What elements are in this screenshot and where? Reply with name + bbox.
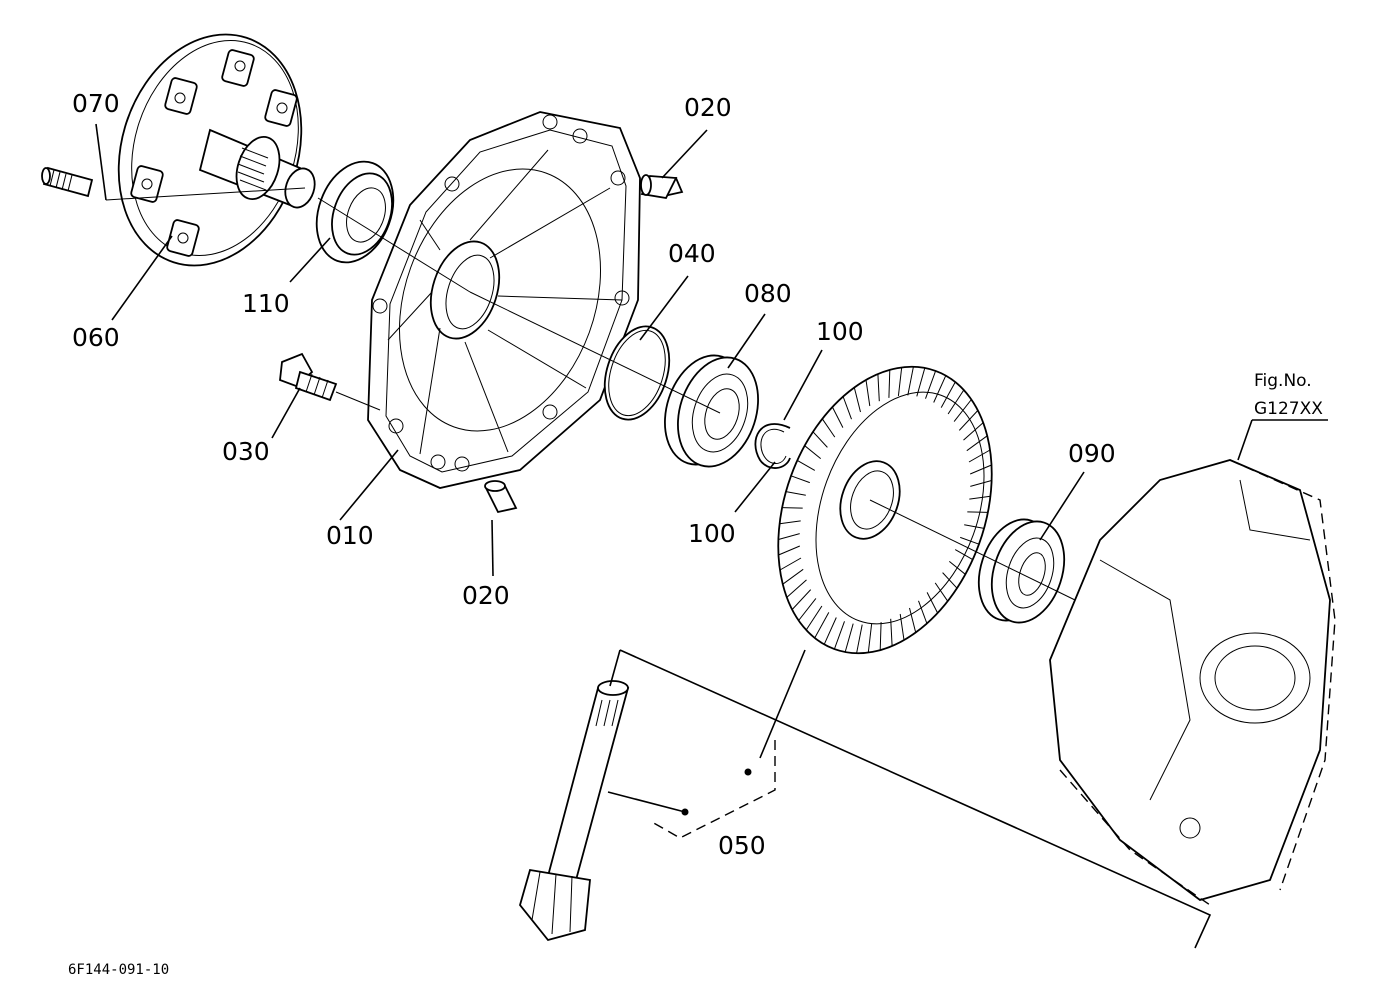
callout-030: 030 (222, 437, 270, 466)
gear-tooth (797, 459, 816, 471)
gear-tooth (821, 418, 836, 438)
gear-tooth (888, 369, 891, 398)
callout-labels: 070 060 110 020 020 040 080 100 100 030 … (68, 89, 1323, 978)
part-010-housing-cover[interactable] (365, 111, 641, 489)
callout-020-lower: 020 (462, 581, 510, 610)
gear-tooth (779, 520, 801, 525)
gear-tooth (916, 367, 926, 397)
gear-tooth (933, 375, 947, 403)
callout-110: 110 (242, 289, 290, 318)
gear-tooth (969, 495, 991, 500)
gear-tooth (877, 373, 880, 402)
gear-tooth (953, 399, 972, 422)
gear-tooth (970, 464, 992, 475)
callout-060: 060 (72, 323, 120, 352)
part-060-flange[interactable] (90, 11, 330, 290)
gear-tooth (970, 480, 992, 487)
gear-tooth (967, 511, 988, 513)
gear-tooth (899, 613, 905, 641)
part-090-bearing[interactable] (967, 510, 1077, 632)
gear-tooth (925, 370, 937, 399)
gear-tooth (798, 598, 817, 621)
gear-tooth (963, 422, 984, 441)
gear-tooth (907, 366, 914, 396)
gear-tooth (804, 445, 822, 459)
gear-tooth (926, 592, 939, 614)
gear-tooth (918, 600, 928, 624)
gear-tooth (791, 589, 812, 610)
gear-tooth (934, 582, 949, 602)
gear-tooth (779, 557, 802, 571)
gear-tooth (785, 491, 806, 496)
gear-tooth (867, 624, 873, 653)
gear-tooth (786, 579, 807, 598)
gear-tooth (964, 524, 985, 529)
part-020-pin-upper[interactable] (640, 174, 684, 199)
gear-tooth (778, 545, 800, 556)
part-050-pinion-shaft[interactable] (519, 680, 630, 942)
gear-tooth (954, 549, 973, 561)
gear-tooth (958, 410, 979, 431)
callout-020-upper: 020 (684, 93, 732, 122)
callout-070: 070 (72, 89, 120, 118)
leader-lines (95, 123, 1328, 949)
gear-tooth (823, 617, 837, 645)
gear-tooth (909, 607, 917, 633)
gear-tooth (947, 389, 965, 415)
gear-tooth (814, 612, 830, 639)
part-070-stud[interactable] (41, 166, 94, 198)
gear-tooth (778, 533, 800, 540)
callout-100-lower: 100 (688, 519, 736, 548)
drawing-code: 6F144-091-10 (68, 962, 169, 978)
gear-tooth (812, 431, 828, 448)
callout-090: 090 (1068, 439, 1116, 468)
gear-tooth (968, 449, 991, 463)
part-020-pin-lower[interactable] (484, 480, 518, 514)
gear-tooth (966, 435, 988, 452)
part-030-bolt[interactable] (279, 352, 338, 402)
gear-tooth (833, 621, 845, 650)
part-100-snap-ring[interactable] (754, 423, 791, 469)
gear-tooth (805, 605, 823, 631)
gear-tooth (865, 379, 871, 407)
gear-tooth (856, 624, 863, 654)
gear-tooth (844, 623, 854, 653)
gear-tooth (853, 387, 861, 413)
callout-100-upper: 100 (816, 317, 864, 346)
gear-tooth (890, 618, 893, 647)
gear-tooth (782, 507, 803, 509)
callout-050: 050 (718, 831, 766, 860)
part-050-bevel-gear[interactable] (740, 337, 1029, 684)
gear-tooth (940, 381, 956, 408)
fig-no-label: Fig.No. (1254, 371, 1312, 391)
gear-tooth (942, 572, 958, 589)
gear-tooth (948, 561, 966, 575)
gear-tooth (790, 475, 810, 484)
reference-gear-case (1049, 459, 1336, 906)
callout-040: 040 (668, 239, 716, 268)
gear-tooth (782, 568, 804, 585)
callout-010: 010 (326, 521, 374, 550)
gear-tooth (960, 536, 980, 545)
gear-tooth (897, 367, 903, 396)
gear-tooth (879, 622, 882, 651)
gear-tooth (842, 396, 852, 420)
fig-no-value: G127XX (1254, 399, 1323, 419)
gear-tooth (831, 406, 844, 428)
callout-080: 080 (744, 279, 792, 308)
